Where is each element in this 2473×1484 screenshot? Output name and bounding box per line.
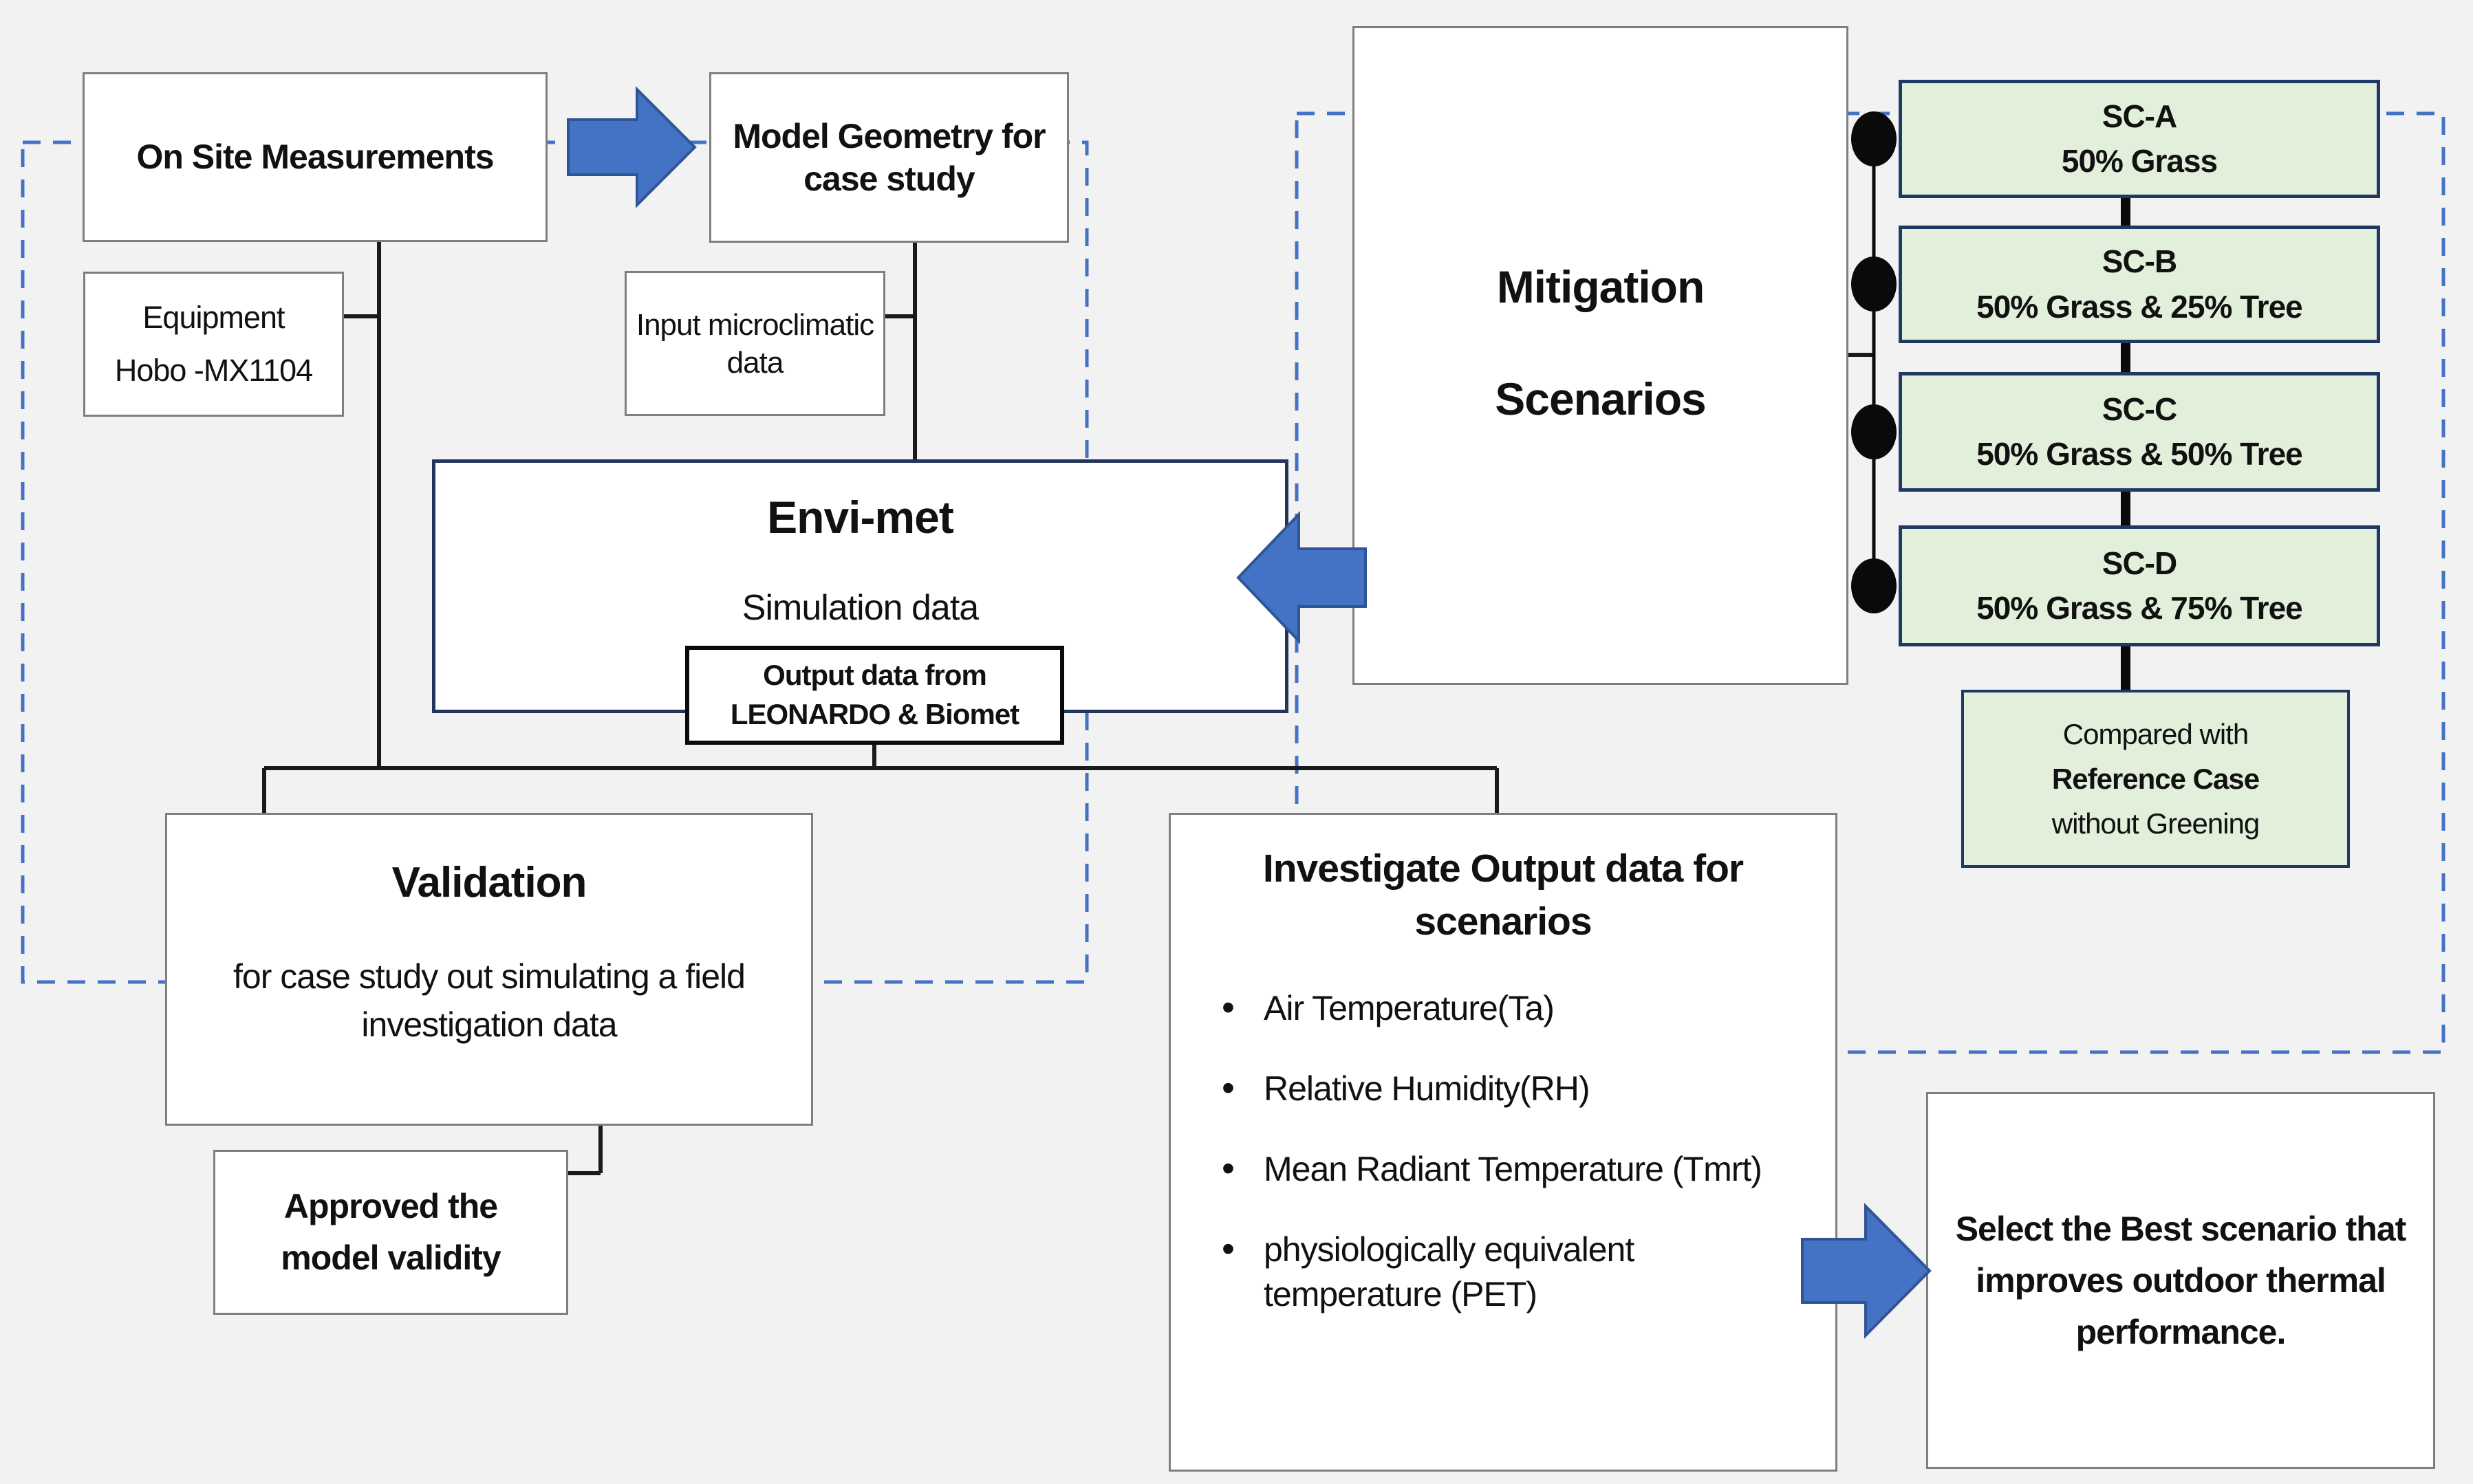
node-scenario-d: SC-D 50% Grass & 75% Tree: [1899, 525, 2380, 646]
node-equipment: Equipment Hobo -MX1104: [83, 272, 344, 417]
rail-dot-scd: [1851, 558, 1897, 613]
node-label: Input microclimatic data: [636, 307, 874, 380]
node-mitigation-scenarios: Mitigation Scenarios: [1352, 26, 1848, 685]
node-investigate-output: Investigate Output data for scenarios Ai…: [1169, 813, 1837, 1472]
mitigation-line1: Mitigation: [1496, 261, 1705, 312]
scenario-code: SC-A: [2102, 98, 2177, 134]
node-label: Approved the model validity: [281, 1187, 501, 1277]
node-label: Model Geometry for case study: [733, 116, 1046, 199]
rail-dot-scb: [1851, 257, 1897, 312]
compared-line2: Reference Case: [2051, 762, 2260, 795]
scenario-code: SC-D: [2102, 545, 2177, 581]
node-validation: Validation for case study out simulating…: [165, 813, 813, 1126]
scenario-desc: 50% Grass & 50% Tree: [1976, 436, 2303, 472]
scenario-code: SC-C: [2102, 391, 2177, 427]
equipment-line1: Equipment: [142, 300, 285, 335]
node-compared-reference: Compared with Reference Case without Gre…: [1961, 690, 2350, 868]
scenario-desc: 50% Grass: [2061, 143, 2218, 179]
node-model-geometry: Model Geometry for case study: [709, 72, 1069, 243]
envimet-title: Envi-met: [767, 492, 954, 543]
bullet-pet: physiologically equivalent temperature (…: [1212, 1225, 1815, 1317]
node-scenario-c: SC-C 50% Grass & 50% Tree: [1899, 372, 2380, 492]
scenario-code: SC-B: [2102, 243, 2177, 279]
rail-dot-sca: [1851, 111, 1897, 166]
validation-body: for case study out simulating a field in…: [233, 957, 746, 1044]
node-label: On Site Measurements: [136, 138, 494, 177]
node-on-site-measurements: On Site Measurements: [83, 72, 548, 242]
scenario-desc: 50% Grass & 25% Tree: [1976, 288, 2303, 325]
node-approved-validity: Approved the model validity: [213, 1150, 568, 1315]
bullet-relative-humidity: Relative Humidity(RH): [1212, 1064, 1815, 1112]
envimet-subtitle: Simulation data: [742, 587, 979, 628]
node-label: Output data from LEONARDO & Biomet: [730, 659, 1019, 730]
node-scenario-b: SC-B 50% Grass & 25% Tree: [1899, 226, 2380, 343]
scenario-desc: 50% Grass & 75% Tree: [1976, 590, 2303, 626]
node-input-microclimatic: Input microclimatic data: [625, 271, 885, 416]
bullet-mean-radiant-temperature: Mean Radiant Temperature (Tmrt): [1212, 1144, 1815, 1192]
bullet-air-temperature: Air Temperature(Ta): [1212, 983, 1815, 1032]
rail-dot-scc: [1851, 404, 1897, 459]
compared-line3: without Greening: [2051, 807, 2260, 840]
investigate-title: Investigate Output data for scenarios: [1262, 847, 1744, 943]
node-select-best-scenario: Select the Best scenario that improves o…: [1926, 1092, 2435, 1469]
mitigation-line2: Scenarios: [1495, 373, 1706, 424]
node-output-data: Output data from LEONARDO & Biomet: [685, 646, 1064, 745]
investigate-bullet-list: Air Temperature(Ta) Relative Humidity(RH…: [1171, 983, 1835, 1353]
compared-line1: Compared with: [2062, 717, 2249, 750]
validation-title: Validation: [391, 859, 587, 906]
node-scenario-a: SC-A 50% Grass: [1899, 80, 2380, 198]
equipment-line2: Hobo -MX1104: [114, 352, 313, 388]
node-label: Select the Best scenario that improves o…: [1955, 1209, 2407, 1351]
